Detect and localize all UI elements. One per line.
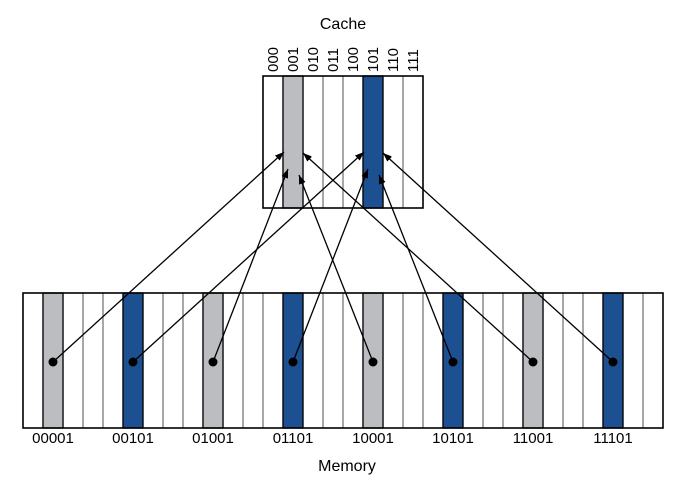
memory-block-label-01001: 01001 [192, 430, 234, 447]
memory-block-label-10101: 10101 [432, 430, 474, 447]
cache-index-label-000: 000 [265, 47, 282, 72]
memory-block-dot-10001 [368, 357, 378, 367]
memory-box-border [22, 292, 664, 429]
mapping-arrow-10101-to-101 [378, 174, 454, 363]
mapping-arrow-11101-to-101 [382, 152, 614, 363]
cache-index-label-101: 101 [365, 47, 382, 72]
cache-cell-highlight-101 [362, 75, 384, 209]
memory-title: Memory [318, 458, 376, 475]
memory-block-dot-01101 [288, 357, 298, 367]
cache-index-label-011: 011 [325, 48, 342, 72]
mapping-arrow-00001-to-001 [52, 151, 285, 363]
memory-block-dot-01001 [208, 357, 218, 367]
memory-block-dot-11001 [528, 357, 538, 367]
memory-block-label-00101: 00101 [112, 430, 154, 447]
memory-block-dot-00001 [48, 357, 58, 367]
cache-index-label-010: 010 [305, 47, 322, 72]
memory-block-dot-11101 [608, 357, 618, 367]
mapping-arrow-11001-to-001 [302, 152, 534, 363]
mapping-arrow-00101-to-101 [132, 151, 365, 363]
cache-title: Cache [320, 16, 366, 33]
mapping-arrow-01001-to-001 [212, 168, 289, 363]
memory-block-dot-00101 [128, 357, 138, 367]
cache-index-label-100: 100 [345, 47, 362, 72]
cache-box-border [262, 75, 424, 209]
memory-block-label-01101: 01101 [273, 430, 314, 447]
memory-block-label-10001: 10001 [352, 430, 394, 447]
cache-index-label-001: 001 [285, 47, 302, 72]
cache-index-label-111: 111 [405, 49, 422, 72]
memory-block-label-11001: 11001 [513, 430, 554, 447]
memory-block-label-00001: 00001 [32, 430, 74, 447]
memory-block-dot-10101 [448, 357, 458, 367]
memory-block-label-11101: 11101 [593, 430, 633, 447]
cache-cell-highlight-001 [282, 75, 304, 209]
mapping-arrow-10001-to-001 [298, 174, 374, 363]
cache-index-label-110: 110 [385, 48, 402, 72]
